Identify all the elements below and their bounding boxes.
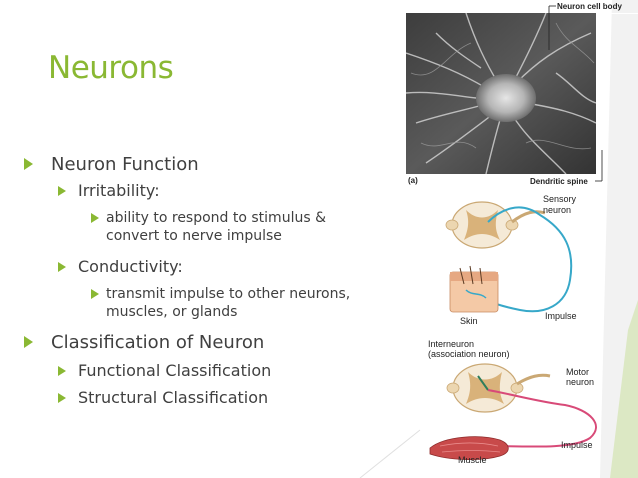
label-motor-neuron: neuron	[566, 377, 595, 387]
bullet-arrow-icon	[58, 186, 66, 196]
bullet-irritability: Irritability:	[78, 181, 160, 200]
spinal-cord-section-upper	[445, 201, 546, 249]
bullet-neuron-function: Neuron Function	[51, 154, 199, 175]
photo-callout-cell-body: Neuron cell body	[557, 2, 622, 11]
label-impulse-motor: Impulse	[561, 440, 593, 450]
bullet-irritability-def-line2: convert to nerve impulse	[106, 228, 282, 244]
bullet-arrow-icon	[91, 213, 99, 223]
bullet-arrow-icon	[91, 289, 99, 299]
bullet-conductivity-def-line1: transmit impulse to other neurons,	[106, 286, 351, 302]
slide-title: Neurons	[48, 50, 174, 86]
label-impulse-sensory: Impulse	[545, 311, 577, 321]
motor-neuron-path	[487, 389, 597, 448]
bottom-decor-line	[359, 429, 421, 478]
bullet-structural-classification: Structural Classification	[78, 388, 269, 407]
skin-section	[449, 265, 499, 313]
photo-callout-dendritic-spine: Dendritic spine	[530, 177, 588, 186]
spinal-cord-section-lower	[446, 363, 551, 413]
label-association-neuron: (association neuron)	[428, 349, 510, 359]
label-sensory-neuron: neuron	[543, 205, 572, 215]
bullet-classification: Classification of Neuron	[51, 332, 265, 353]
label-muscle: Muscle	[458, 455, 487, 465]
muscle-shape	[429, 436, 509, 461]
label-motor: Motor	[566, 367, 590, 377]
bullet-arrow-icon	[58, 393, 66, 403]
bullet-irritability-def-line1: ability to respond to stimulus &	[106, 210, 326, 226]
label-skin: Skin	[460, 316, 478, 326]
photo-spacer	[596, 13, 638, 14]
bullet-arrow-icon	[24, 158, 33, 170]
label-interneuron: Interneuron	[428, 339, 475, 349]
neuron-micrograph: ​	[406, 13, 596, 174]
label-sensory: Sensory	[543, 194, 577, 204]
photo-label-a: (a)	[408, 176, 418, 185]
bullet-arrow-icon	[58, 366, 66, 376]
bullet-conductivity: Conductivity:	[78, 257, 183, 276]
bullet-conductivity-def-line2: muscles, or glands	[106, 304, 238, 320]
bullet-arrow-icon	[58, 262, 66, 272]
bullet-arrow-icon	[24, 336, 33, 348]
bullet-functional-classification: Functional Classification	[78, 361, 272, 380]
right-facet-green	[610, 300, 638, 478]
sensory-neuron-path	[469, 206, 573, 313]
